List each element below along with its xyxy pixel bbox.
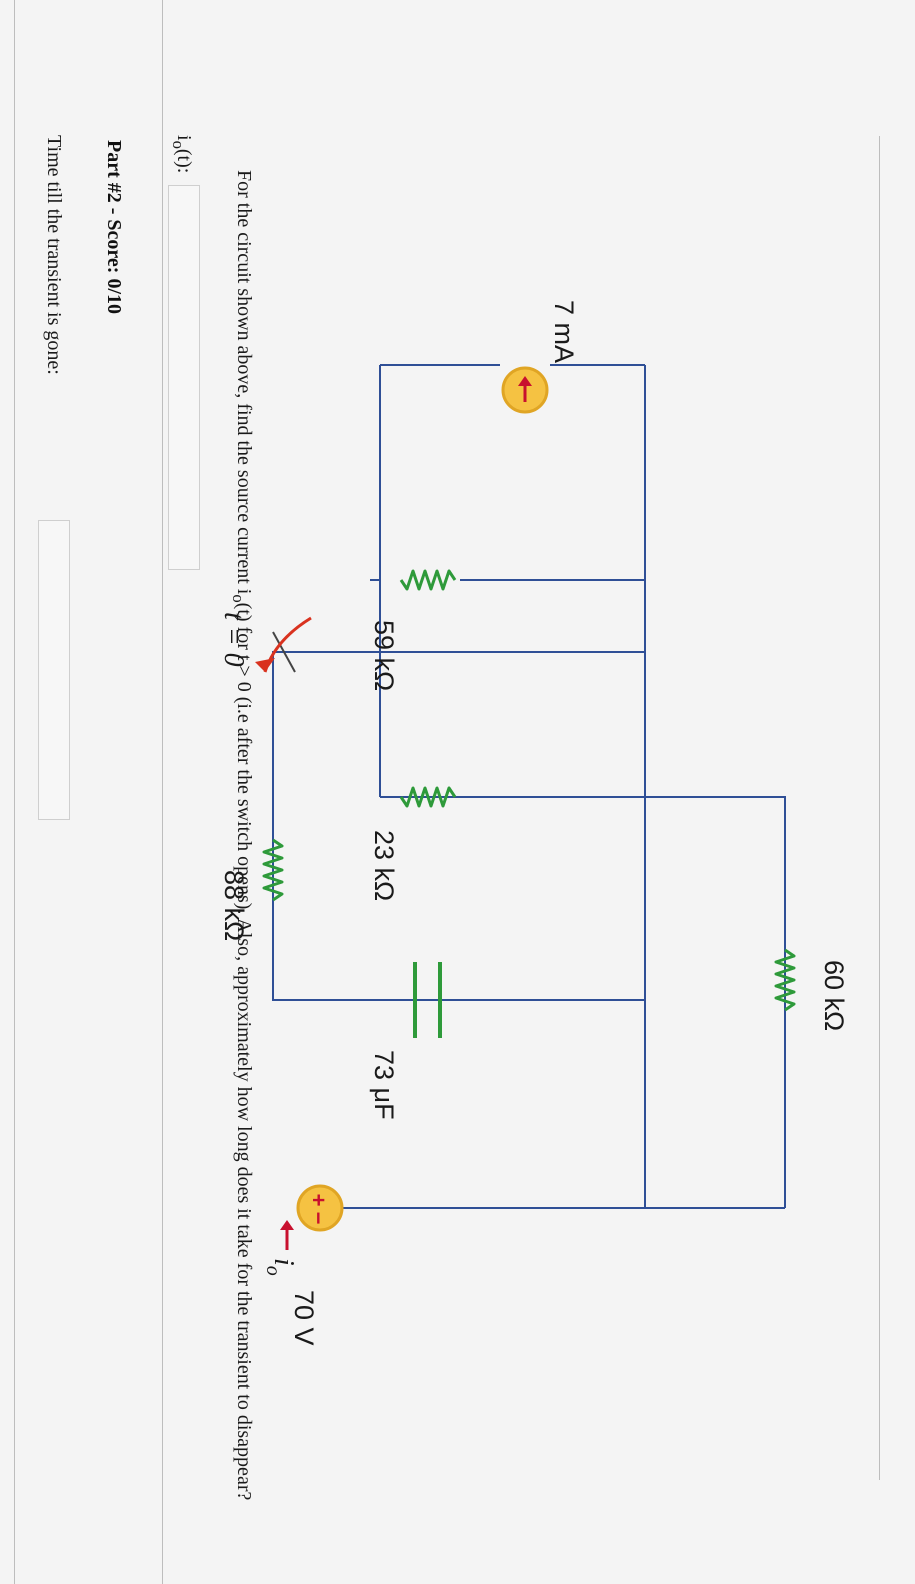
transient-time-label: Time till the transient is gone: <box>43 135 65 375</box>
resistor-23k-label: 23 kΩ <box>369 830 399 901</box>
resistor-59k-icon <box>399 569 457 591</box>
switch-label: t = 0 <box>218 612 249 667</box>
voltage-source-label: 70 V <box>289 1290 319 1346</box>
transient-time-field[interactable] <box>38 520 70 820</box>
bottom-divider <box>14 0 15 1584</box>
circuit-diagram: + − 7 mA 70 V t = 0 59 kΩ 23 kΩ 88 kΩ 60… <box>218 300 849 1346</box>
resistor-59k-label: 59 kΩ <box>369 620 399 691</box>
voltage-source-icon: + − <box>296 1184 344 1232</box>
switch-icon <box>255 616 312 673</box>
question-text: For the circuit shown above, find the so… <box>229 170 255 1501</box>
resistor-60k-icon <box>774 948 796 1012</box>
current-source-label: 7 mA <box>549 300 579 363</box>
io-answer-field[interactable] <box>168 185 200 570</box>
part2-title: Part #2 - Score: 0/10 <box>103 140 125 315</box>
current-direction-arrow-icon <box>280 1220 294 1250</box>
capacitor-label: 73 μF <box>369 1050 399 1120</box>
section-divider <box>162 0 163 1584</box>
resistor-23k-icon <box>399 786 457 808</box>
resistor-88k-icon <box>262 838 284 902</box>
io-answer-label: io(t): <box>169 135 195 174</box>
plus-sign: + <box>306 1194 331 1207</box>
resistor-60k-label: 60 kΩ <box>819 960 849 1031</box>
minus-sign: − <box>306 1212 331 1225</box>
current-source-icon <box>501 366 549 414</box>
panel-top-divider <box>879 136 880 1480</box>
resistor-88k-label: 88 kΩ <box>219 870 249 941</box>
capacitor-icon <box>413 962 442 1038</box>
io-label: io <box>262 1258 299 1276</box>
